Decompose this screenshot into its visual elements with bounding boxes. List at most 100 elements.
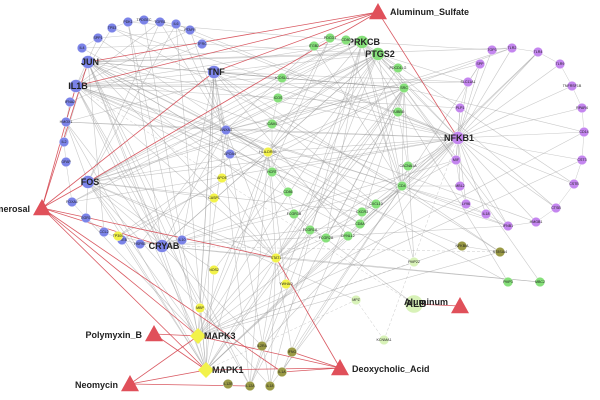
edge-TNF-PTGS2	[213, 53, 379, 73]
node-shape	[145, 325, 163, 342]
node-label: RPAR4	[576, 106, 588, 110]
gene-node-il1a: IL1A	[277, 367, 288, 378]
gene-node-pmp3: PMP3	[503, 277, 514, 288]
edge-w2-w3	[355, 299, 385, 341]
edge-g16-p14	[401, 185, 467, 205]
node-label: ICOSLG	[275, 76, 289, 80]
node-label: IL1A	[278, 370, 286, 374]
node-label: PDCD1	[324, 36, 336, 40]
edge-c5-y4	[275, 257, 341, 369]
edge-MAPK1-p3	[205, 51, 539, 371]
node-label: TOP3	[487, 48, 496, 52]
edge-PTGS2-p18	[377, 53, 469, 83]
node-label: ANXA3	[220, 128, 232, 132]
edge-NFKB1-p8	[457, 137, 583, 161]
edge-g19-g22	[403, 87, 541, 283]
edge-y4-o6	[261, 257, 277, 347]
edge-MAPK3-g2	[197, 37, 331, 337]
node-label: ALB	[406, 299, 427, 310]
edge-o9-b5	[175, 23, 227, 131]
edge-y6-g8	[267, 151, 289, 193]
node-shape	[267, 166, 278, 177]
edge-FOS-MAPK1	[87, 181, 207, 371]
edge-w3-NFKB1	[383, 137, 459, 341]
edge-c3-MAPK1	[153, 333, 207, 371]
node-label: IL18	[267, 384, 274, 388]
edge-NFKB1-FOS	[87, 137, 459, 183]
node-label: MBC2	[535, 280, 545, 284]
node-shape	[154, 17, 165, 28]
gene-node-kcnma1: KCNMA1	[377, 335, 391, 346]
edge-NFKB1-p3	[457, 51, 539, 139]
edge-c2-FOS	[41, 181, 89, 209]
gene-node-cxcl10: CXCL10	[369, 198, 383, 209]
edge-IL1B-g4	[75, 77, 283, 87]
gene-node-ptafr: PTAFR	[184, 25, 196, 36]
node-shape	[535, 277, 546, 288]
chemical-node-thimerosal: Thimerosal	[0, 199, 51, 216]
edge-NFKB1-p12	[457, 137, 509, 227]
edge-y4-g20	[275, 67, 399, 259]
gene-node-stat1: STAT1	[271, 252, 281, 263]
gene-node-tpdgec: TPDGEC	[137, 14, 152, 26]
node-shape	[244, 381, 255, 392]
node-shape	[33, 199, 51, 216]
node-label: FOS	[81, 177, 100, 187]
node-label: TLR2	[508, 46, 517, 50]
edge-c5-MAPK3	[197, 335, 341, 369]
node-label: CD8A	[355, 222, 365, 226]
gene-node-cstb: CSTB	[569, 178, 579, 189]
node-shape	[283, 186, 294, 197]
gene-node-il18: IL18	[265, 381, 276, 392]
edge-NFKB1-g7	[271, 137, 459, 173]
node-shape	[59, 136, 70, 147]
edge-MAPK1-b5	[175, 23, 207, 371]
edge-c5-MAPK1	[205, 367, 341, 371]
node-shape	[305, 224, 316, 235]
gene-node-foxa1: FOXA1	[66, 196, 78, 207]
node-shape	[80, 212, 91, 223]
edge-NFKB1-p13	[457, 137, 487, 215]
edge-MAPK1-y4	[205, 257, 277, 371]
node-label: IFNG	[288, 350, 297, 354]
edge-CRYAB-g16	[161, 185, 403, 247]
edge-JUN-CRYAB	[87, 61, 163, 247]
node-label: TPDGEC	[137, 18, 152, 22]
node-label: IL4	[80, 46, 85, 50]
gene-node-il2ra: IL2RA	[257, 341, 268, 352]
node-label: ITGB2	[309, 44, 319, 48]
edge-MAPK3-b15	[85, 217, 199, 337]
edge-y4-g11	[275, 237, 327, 259]
node-shape	[487, 45, 498, 56]
gene-node-icam1: ICAM1	[267, 118, 277, 129]
node-label: CD86	[283, 190, 292, 194]
edge-b8-b9	[81, 43, 203, 49]
node-label: IL10	[179, 238, 186, 242]
node-label: PTAFR	[184, 28, 196, 32]
node-label: HSPB1	[134, 242, 146, 246]
node-shape	[579, 126, 590, 137]
edge-NFKB1-g17	[407, 137, 459, 167]
gene-node-st8sia4: ST8SIA4	[493, 246, 507, 257]
gene-node-apoa4: APOA4	[224, 148, 236, 159]
node-label: SPP1	[93, 36, 102, 40]
gene-node-hmgb1: HMGB1	[530, 216, 543, 227]
gene-node-ccl2: CCL2	[98, 226, 109, 237]
gene-node-il18: IL18	[481, 208, 492, 219]
node-label: HMGB1	[530, 220, 543, 224]
gene-node-tlr4: TLR4	[533, 47, 544, 58]
edge-NFKB1-o6	[261, 137, 459, 347]
gene-node-il2: IL2	[59, 136, 70, 147]
edge-NFKB1-b14	[71, 137, 459, 203]
gene-node-pmp22: PMP22	[408, 257, 420, 268]
edge-NFKB1-p2	[457, 47, 513, 139]
node-shape	[351, 295, 362, 306]
gene-node-plp1: PLP1	[455, 102, 466, 113]
gene-node-cd8a: CD8A	[355, 218, 365, 229]
gene-node-ctsb: CTSB	[551, 202, 561, 213]
edge-MAPK3-p7	[197, 131, 585, 337]
node-shape	[503, 220, 514, 231]
edge-NFKB1-p14	[457, 137, 467, 205]
gene-node-hla-drb1: HLA-DRB1	[259, 146, 277, 157]
